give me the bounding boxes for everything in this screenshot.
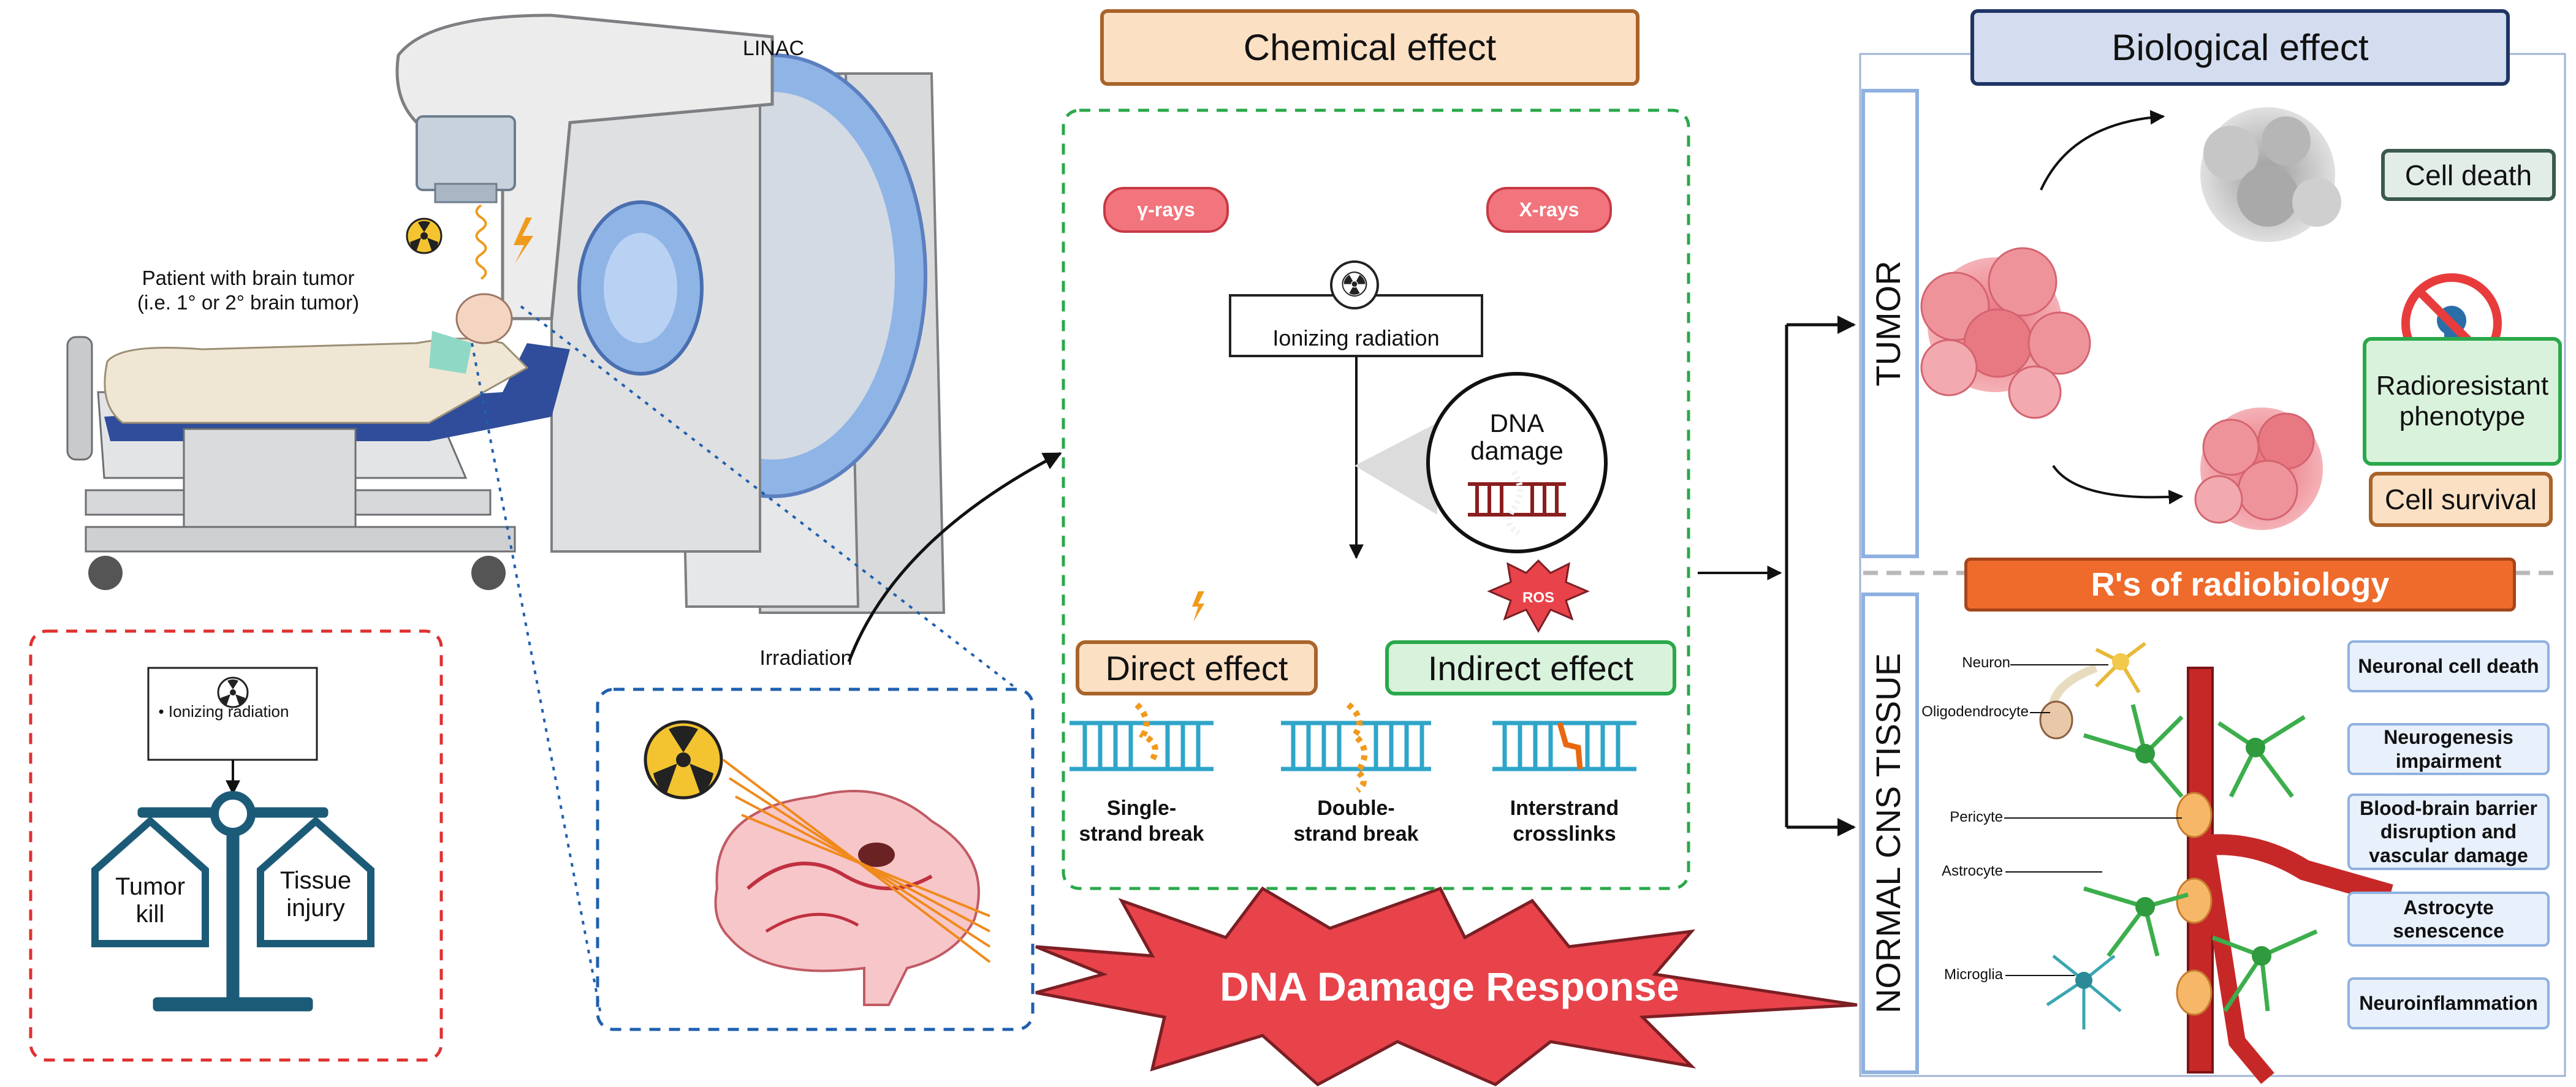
dna-damage-line1: DNA [1490, 409, 1544, 437]
dna-double-strand-break-icon [1281, 702, 1431, 793]
cns-tissue-illustration [2039, 642, 2393, 1084]
to-survival-arrow [2052, 464, 2184, 505]
beam-wave [475, 204, 487, 280]
interstrand-crosslinks-label-1: Interstrand [1510, 797, 1619, 820]
cell-type-neuron: Neuron [1962, 654, 2010, 671]
cell-type-microglia: Microglia [1943, 966, 2003, 983]
linac-machine [395, 13, 946, 614]
radiation-symbol-icon-large [644, 720, 723, 800]
dna-damage-line2: damage [1470, 436, 1563, 465]
radioresistant-line1: Radioresistant [2376, 371, 2549, 401]
dna-interstrand-crosslink-icon [1492, 721, 1636, 771]
radiation-symbol-icon-small [217, 676, 249, 708]
effect-line: Neuronal cell death [2358, 655, 2539, 678]
cell-type-astrocyte: Astrocyte [1941, 863, 2003, 879]
double-strand-break-label-2: strand break [1293, 822, 1419, 846]
scale-icon [91, 791, 374, 1012]
cell-type-pointers [2004, 664, 2182, 976]
patient-label-line2: (i.e. 1° or 2° brain tumor) [137, 291, 359, 314]
effect-neuroinflammation: Neuroinflammation [2347, 977, 2550, 1029]
zoom-line-2 [471, 343, 602, 1015]
left-pan-line2: kill [136, 901, 165, 928]
balance-radiation-label: • Ionizing radiation [159, 702, 289, 721]
interstrand-crosslinks-label-2: crosslinks [1513, 822, 1616, 846]
ionizing-radiation-icon: ☢ [1330, 260, 1379, 309]
dna-damage-circle [1426, 372, 1608, 553]
patient-bed [66, 293, 570, 590]
linac-label: LINAC [743, 37, 804, 60]
dead-cells-icon [2200, 107, 2341, 242]
ros-burst [1487, 559, 1590, 634]
direct-lightning-icon [1192, 591, 1204, 622]
irradiation-arrow [847, 452, 1062, 662]
zoom-line-1 [520, 305, 1019, 691]
cell-type-pericyte: Pericyte [1950, 809, 2003, 825]
dna-damage-callout [1354, 423, 1437, 515]
effect-line: disruption and [2380, 820, 2517, 843]
radiation-symbol-icon [406, 218, 443, 254]
effect-line: senescence [2393, 920, 2504, 942]
effect-line: impairment [2395, 749, 2502, 772]
brain-icon [714, 759, 991, 1006]
right-pan-line1: Tissue [280, 867, 351, 894]
effect-neuronal-cell-death: Neuronal cell death [2347, 640, 2550, 692]
brain-panel [596, 687, 1035, 1031]
effect-line: vascular damage [2369, 844, 2528, 866]
tumor-cluster-icon [1920, 247, 2091, 419]
radioresistant-box: Radioresistant phenotype [2363, 337, 2562, 466]
direct-effect-box: Direct effect [1076, 640, 1318, 695]
xrays-badge: X-rays [1486, 187, 1612, 233]
lightning-icon [514, 218, 533, 263]
ddr-label: DNA Damage Response [1220, 964, 1679, 1009]
radioresistant-line2: phenotype [2399, 401, 2526, 431]
left-pan-line1: Tumor [115, 873, 185, 900]
gamma-rays-badge: γ-rays [1103, 187, 1229, 233]
irradiation-label: Irradiation [759, 646, 852, 670]
chemical-panel [1062, 108, 1690, 890]
cell-type-oligodendrocyte: Oligodendrocyte [1921, 703, 2029, 720]
effect-line: Neurogenesis [2384, 726, 2513, 749]
dna-single-strand-break-icon [1070, 702, 1214, 771]
normal-side-box [1861, 593, 1919, 1074]
effect-line: Astrocyte [2403, 896, 2494, 918]
dna-damage-helix-icon [1468, 470, 1566, 536]
single-strand-break-label-1: Single- [1106, 797, 1177, 820]
normal-label: NORMAL CNS TISSUE [1869, 653, 1907, 1013]
cell-death-box: Cell death [2381, 149, 2556, 201]
to-death-arrow [2040, 110, 2165, 191]
biological-title: Biological effect [1970, 9, 2510, 86]
patient-label-line1: Patient with brain tumor [142, 267, 355, 289]
cell-survival-box: Cell survival [2369, 472, 2553, 527]
single-strand-break-label-2: strand break [1079, 822, 1204, 846]
tumor-label: TUMOR [1869, 260, 1907, 386]
chemical-title: Chemical effect [1100, 9, 1639, 86]
double-strand-break-label-1: Double- [1317, 797, 1395, 820]
tumor-side-box [1861, 89, 1919, 558]
right-pan-line2: injury [286, 895, 345, 922]
surviving-cells-icon [2194, 407, 2323, 530]
rs-radiobiology-banner: R's of radiobiology [1964, 558, 2516, 612]
indirect-effect-box: Indirect effect [1385, 640, 1676, 695]
ddr-starburst [1035, 886, 1858, 1087]
effect-line: Neuroinflammation [2359, 992, 2538, 1015]
ros-label: ROS [1522, 589, 1554, 606]
effect-line: Blood-brain barrier [2360, 797, 2537, 819]
